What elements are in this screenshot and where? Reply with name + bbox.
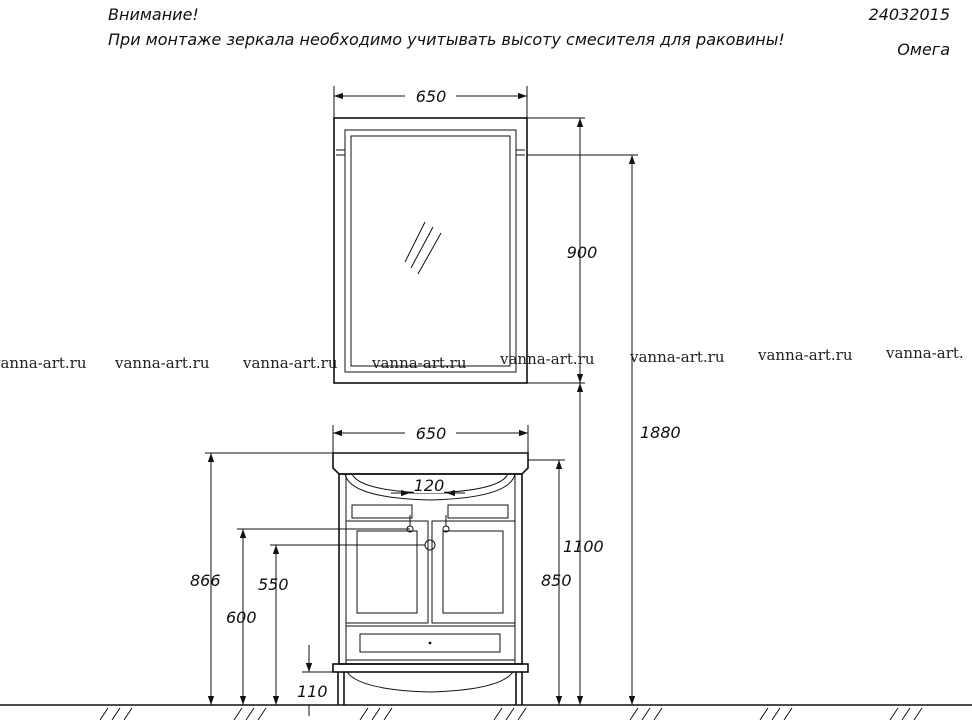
vanity — [332, 452, 529, 705]
watermark-row: vanna-art.ru vanna-art.ru vanna-art.ru v… — [0, 344, 964, 372]
mirror-bottom-dimension: 1100 — [563, 383, 604, 705]
cabinet-height-dimension: 850 — [528, 459, 572, 705]
pipe-height-550-label: 550 — [258, 575, 289, 594]
leg-height-label: 110 — [297, 682, 328, 701]
leg-height-dimension: 110 — [297, 645, 333, 716]
mirror-height-dimension: 900 — [527, 117, 598, 384]
pipe-height-550-dimension: 550 — [258, 544, 425, 705]
total-height-label: 1880 — [640, 423, 681, 442]
watermark: vanna-art.ru — [0, 354, 87, 372]
floor-line — [0, 704, 972, 721]
vanity-top-dimension: 866 — [190, 452, 333, 705]
pipe-height-600-dimension: 600 — [226, 528, 410, 705]
warning-title: Внимание! — [108, 5, 199, 24]
watermark: vanna-art.ru — [499, 350, 595, 368]
model-name: Омега — [897, 40, 950, 59]
total-height-dimension: 1880 — [527, 154, 681, 705]
drawing-code: 24032015 — [868, 5, 950, 24]
watermark: vanna-art.ru — [242, 354, 338, 372]
watermark: vanna-art.ru — [371, 354, 467, 372]
mirror-width-label: 650 — [416, 87, 447, 106]
watermark: vanna-art. — [885, 344, 964, 362]
watermark: vanna-art.ru — [629, 348, 725, 366]
vanity-top-label: 866 — [190, 571, 221, 590]
mirror — [333, 117, 528, 384]
pipe-height-600-label: 600 — [226, 608, 257, 627]
vanity-width-dimension: 650 — [332, 424, 529, 453]
mirror-bottom-label: 1100 — [563, 537, 604, 556]
mirror-width-dimension: 650 — [333, 86, 528, 118]
faucet-spacing-label: 120 — [414, 476, 445, 495]
mirror-height-label: 900 — [567, 243, 598, 262]
watermark: vanna-art.ru — [757, 346, 853, 364]
vanity-width-label: 650 — [416, 424, 447, 443]
warning-text: При монтаже зеркала необходимо учитывать… — [108, 30, 785, 49]
watermark: vanna-art.ru — [114, 354, 210, 372]
cabinet-height-label: 850 — [541, 571, 572, 590]
faucet-spacing-dimension: 120 — [391, 476, 465, 497]
